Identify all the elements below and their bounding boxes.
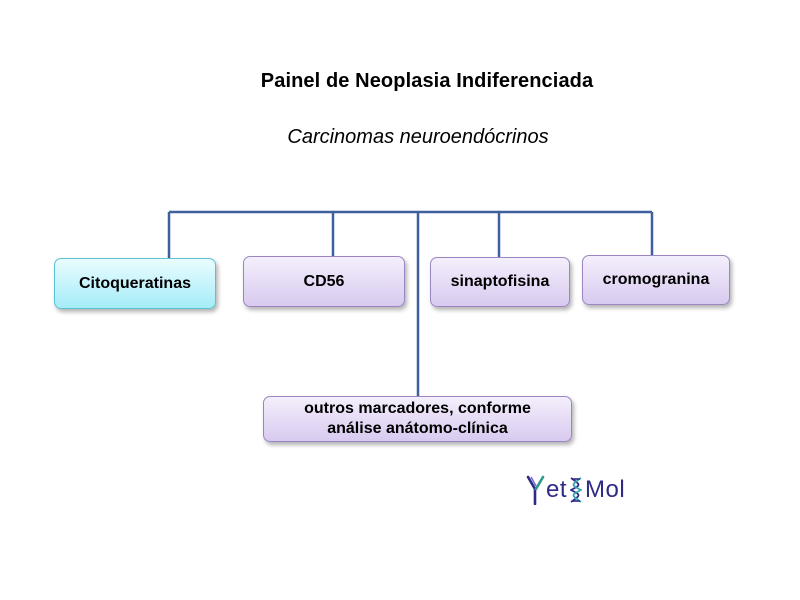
node-outros-marcadores: outros marcadores, conforme análise anát… [263, 396, 572, 442]
node-cd56-label: CD56 [303, 272, 345, 290]
diagram-title: Painel de Neoplasia Indiferenciada [260, 70, 594, 92]
dna-helix-icon [570, 477, 583, 503]
node-cromogranina-label: cromogranina [602, 271, 710, 288]
node-sinaptofisina-label: sinaptofisina [450, 273, 550, 290]
logo-text-mol: Mol [585, 476, 626, 503]
node-outros-line2: análise anátomo-clínica [327, 420, 508, 437]
node-citoqueratinas: Citoqueratinas [54, 258, 216, 309]
logo-text-et: et [546, 476, 568, 503]
vetmol-logo: et Mol [525, 472, 625, 508]
node-cromogranina: cromogranina [582, 255, 730, 305]
node-cd56: CD56 [243, 256, 405, 307]
node-sinaptofisina: sinaptofisina [430, 257, 570, 307]
diagram-subtitle: Carcinomas neuroendócrinos [287, 126, 549, 148]
node-outros-line1: outros marcadores, conforme [304, 400, 531, 417]
antibody-icon [526, 475, 545, 505]
node-citoqueratinas-label: Citoqueratinas [78, 274, 191, 292]
